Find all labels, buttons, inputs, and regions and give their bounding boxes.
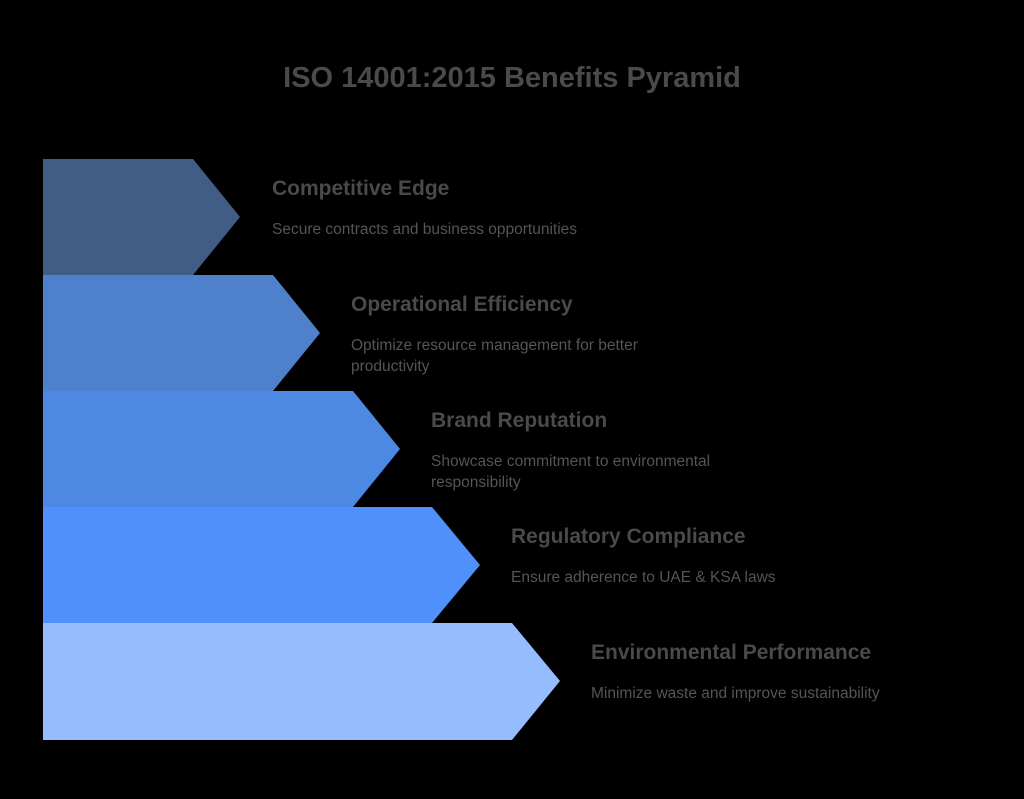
level-5-arrow <box>43 623 560 740</box>
level-heading: Brand Reputation <box>431 409 608 432</box>
level-description: Optimize resource management for better … <box>351 337 638 375</box>
diagram-title: ISO 14001:2015 Benefits Pyramid <box>283 62 741 94</box>
level-5-label: Environmental Performance Minimize waste… <box>591 641 951 704</box>
level-1-label: Competitive Edge Secure contracts and bu… <box>272 177 632 240</box>
level-description: Showcase commitment to environmental res… <box>431 453 711 491</box>
level-4-label: Regulatory Compliance Ensure adherence t… <box>511 525 871 588</box>
level-heading: Environmental Performance <box>591 641 872 664</box>
level-heading: Competitive Edge <box>272 177 450 200</box>
level-description: Ensure adherence to UAE & KSA laws <box>511 569 776 586</box>
level-3-arrow <box>43 391 400 507</box>
level-description: Minimize waste and improve sustainabilit… <box>591 685 880 702</box>
level-heading: Regulatory Compliance <box>511 525 746 548</box>
level-2-arrow <box>43 275 320 391</box>
level-2-label: Operational Efficiency Optimize resource… <box>351 293 711 377</box>
level-heading: Operational Efficiency <box>351 293 573 316</box>
level-description: Secure contracts and business opportunit… <box>272 221 578 238</box>
level-1-arrow <box>43 159 240 275</box>
level-3-label: Brand Reputation Showcase commitment to … <box>431 409 771 493</box>
level-4-arrow <box>43 507 480 623</box>
